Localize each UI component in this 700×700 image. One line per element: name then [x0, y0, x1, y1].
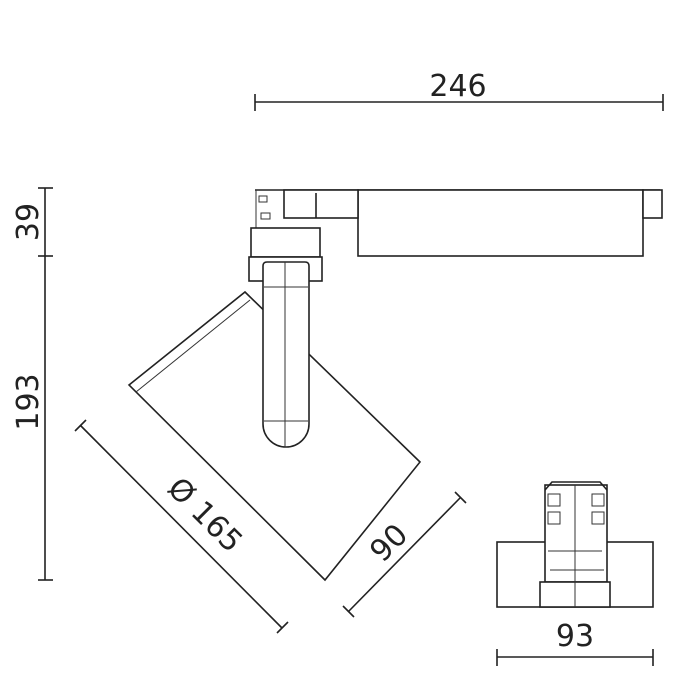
dimension-label-193: 193 — [11, 373, 46, 430]
track-adapter — [248, 189, 663, 282]
dimension-label-93: 93 — [556, 619, 594, 654]
dimension-vertical: 39 193 — [11, 187, 53, 581]
dimension-246: 246 — [254, 69, 664, 111]
spot-arm — [262, 261, 310, 448]
side-view — [496, 481, 654, 608]
dimension-93: 93 — [496, 619, 654, 666]
dimension-label-246: 246 — [429, 69, 486, 104]
dimension-label-39: 39 — [11, 203, 46, 241]
dimension-label-90: 90 — [363, 517, 415, 569]
